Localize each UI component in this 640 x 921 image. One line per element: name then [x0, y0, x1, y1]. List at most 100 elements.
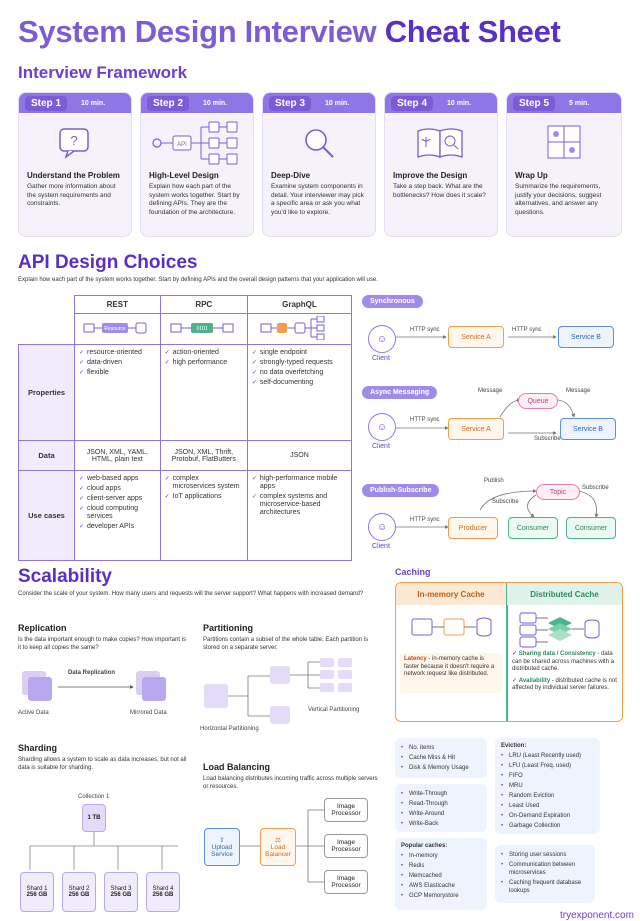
row-properties: Properties: [18, 344, 75, 441]
list-item: self-documenting: [252, 379, 347, 387]
list-item: Write-Around: [401, 810, 481, 818]
subscribe-label: Subscribe: [534, 436, 561, 442]
publish-label: Publish: [484, 478, 504, 484]
list-item: Random Eviction: [501, 792, 594, 800]
shard-name: Shard 1: [26, 886, 48, 892]
col-rest: REST: [74, 295, 161, 314]
framework-heading: Interview Framework: [18, 63, 188, 82]
client-icon: ☺: [368, 325, 396, 353]
shard-size: 256 GB: [26, 892, 48, 898]
list-item: cloud computing services: [79, 505, 156, 521]
list-item: no data overfetching: [252, 369, 347, 377]
list-item: LRU (Least Recently used): [501, 752, 594, 760]
book-icon: [385, 123, 497, 163]
list-item: Storing user sessions: [501, 851, 589, 859]
footer-url[interactable]: tryexponent.com: [560, 910, 634, 921]
shard-size: 256 GB: [110, 892, 132, 898]
svg-text:?: ?: [70, 133, 77, 148]
step-title: High-Level Design: [149, 171, 219, 180]
step-title: Understand the Problem: [27, 171, 120, 180]
patterns-connectors: [396, 335, 599, 529]
list-item: Write-Back: [401, 820, 481, 828]
step-title: Deep-Dive: [271, 171, 311, 180]
image-processor-node: Image Processor: [324, 798, 368, 822]
row-data: Data: [18, 440, 75, 471]
note-text: - data can be shared across machines wit…: [512, 651, 615, 672]
async-label: Async Messaging: [362, 386, 438, 399]
step-card-4: Step 4 10 min. Improve the Design Take a …: [384, 92, 498, 237]
list-item: FIFO: [501, 772, 594, 780]
replication-title: Replication: [18, 623, 67, 633]
list-item: flexible: [79, 369, 156, 377]
subscribe-label: Subscribe: [492, 499, 519, 505]
latency-note: Latency - in-memory cache is faster beca…: [400, 653, 502, 693]
vertical-partitioning-label: Vertical Partitioning: [308, 707, 360, 713]
list-item: Read-Through: [401, 800, 481, 808]
partitioning-diagram: [204, 658, 352, 724]
shard-size: 256 GB: [152, 892, 174, 898]
client-label: Client: [372, 443, 390, 450]
client-label: Client: [372, 543, 390, 550]
title-part1: System Design Interview: [18, 14, 377, 49]
service-b-node: Service B: [560, 418, 616, 440]
rpc-icon: 0101: [159, 313, 248, 345]
consumer-node: Consumer: [566, 517, 616, 539]
step-desc: Take a step back. What are the bottlenec…: [393, 183, 486, 199]
collection-size: 1 TB: [82, 804, 106, 832]
step-desc: Examine system components in detail. You…: [271, 183, 364, 216]
step-title: Improve the Design: [393, 171, 468, 180]
image-processor-node: Image Processor: [324, 870, 368, 894]
scalability-heading: Scalability: [18, 566, 112, 587]
partitioning-title: Partitioning: [203, 623, 253, 633]
step-desc: Gather more information about the system…: [27, 183, 116, 207]
list-item: Garbage Collection: [501, 822, 594, 830]
http-label: HTTP sync: [410, 517, 440, 523]
api-icon-text: API: [177, 142, 187, 148]
list-item: strongly-typed requests: [252, 359, 347, 367]
list-item: action-oriented: [165, 349, 243, 357]
client-icon: ☺: [368, 513, 396, 541]
message-label: Message: [566, 388, 591, 394]
http-label: HTTP sync: [410, 327, 440, 333]
api-table: REST RPC GraphQL Resource 0101 Propertie…: [18, 295, 353, 561]
cloud-upload-icon: ⇪: [219, 837, 225, 844]
magnifier-icon: [263, 123, 375, 163]
client-icon: ☺: [368, 413, 396, 441]
step-time: 10 min.: [325, 99, 350, 107]
list-item: high performance: [165, 359, 243, 367]
shard-name: Shard 3: [110, 886, 132, 892]
list-item: Cache Miss & Hit: [401, 754, 481, 762]
load-balancing-title: Load Balancing: [203, 762, 271, 772]
rest-icon: Resource: [74, 313, 161, 345]
step-label: Step 2: [147, 95, 190, 111]
client-label: Client: [372, 355, 390, 362]
sharding-desc: Sharding allows a system to scale as dat…: [18, 757, 187, 771]
list-item: resource-oriented: [79, 349, 156, 357]
http-label: HTTP sync: [410, 417, 440, 423]
list-item: No. items: [401, 744, 481, 752]
topic-node: Topic: [536, 484, 580, 500]
shard-name: Shard 2: [68, 886, 90, 892]
step-label: Step 5: [513, 95, 556, 111]
list-item: cloud apps: [79, 485, 156, 493]
step-desc: Explain how each part of the system work…: [149, 183, 240, 216]
mirrored-data-label: Mirrored Data: [130, 710, 167, 716]
list-item: web-based apps: [79, 475, 156, 483]
sharding-title: Sharding: [18, 743, 58, 753]
list-item: developer APIs: [79, 523, 156, 531]
cache-comparison: In-memory Cache Distributed Cache Latenc…: [395, 582, 623, 722]
note-bold: Sharing data / Consistency: [518, 651, 596, 657]
row-use-cases: Use cases: [18, 470, 75, 561]
rest-icon-label: Resource: [105, 326, 127, 332]
step-label: Step 4: [391, 95, 434, 111]
rest-data: JSON, XML, YAML, HTML, plain text: [74, 440, 161, 471]
horizontal-partitioning-label: Horizontal Partitioning: [200, 726, 259, 732]
step-time: 10 min.: [447, 99, 472, 107]
metrics-list: No. items Cache Miss & Hit Disk & Memory…: [395, 738, 487, 778]
graphql-data: JSON: [246, 440, 353, 471]
step-desc: Summarize the requirements, justify your…: [515, 183, 602, 216]
distributed-cache-header: Distributed Cache: [506, 583, 622, 605]
